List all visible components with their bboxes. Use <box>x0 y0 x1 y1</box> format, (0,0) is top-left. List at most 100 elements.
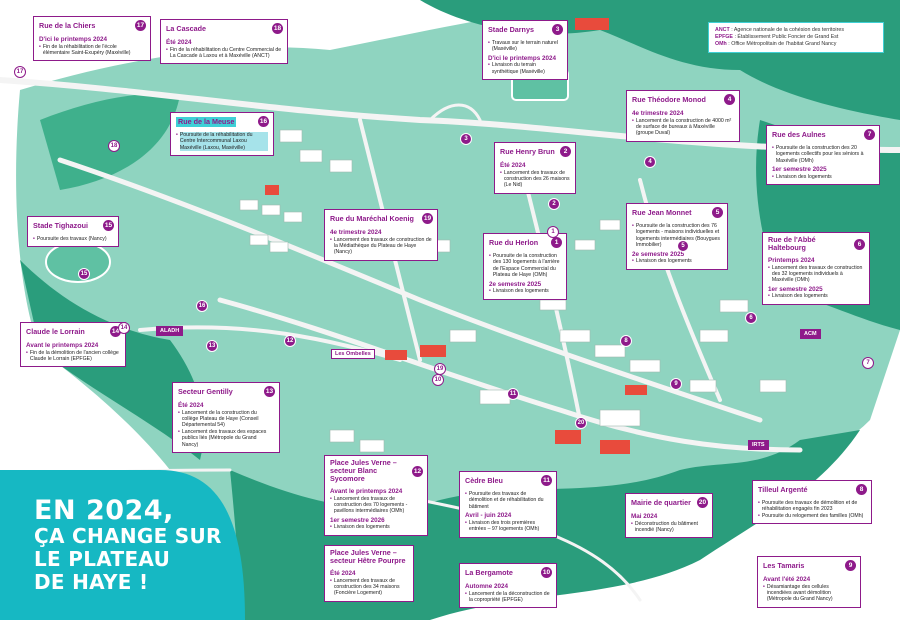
item-text: Lancement de la déconstruction de la cop… <box>468 590 550 603</box>
section-item: •Poursuite du relogement des familles (O… <box>758 513 866 519</box>
item-text: Lancement des travaux de construction de… <box>333 495 408 515</box>
card-title: Rue des Aulnes <box>772 129 826 139</box>
map-marker-15: 15 <box>78 268 90 280</box>
card-title: Rue Théodore Monod <box>632 94 706 104</box>
map-marker-10: 10 <box>432 374 444 386</box>
card-title: Mairie de quartier <box>631 497 691 507</box>
map-marker-4: 4 <box>644 156 656 168</box>
item-text: Poursuite de la réhabilitation du Centre… <box>179 132 268 152</box>
buildings <box>239 129 787 453</box>
legend-row: OMh : Office Métropolitain de l'habitat … <box>715 41 837 47</box>
item-text: Livraison des logements <box>775 173 832 180</box>
section-date: Printemps 2024 <box>768 257 815 264</box>
section-item: •Poursuite des travaux de démolition et … <box>758 500 866 513</box>
project-number-badge: 13 <box>264 386 275 397</box>
project-number-badge: 11 <box>541 475 552 486</box>
project-number-badge: 18 <box>272 23 283 34</box>
bullet-icon: • <box>631 520 633 527</box>
section-date: 2e semestre 2025 <box>489 280 542 288</box>
headline-line-4: DE HAYE ! <box>34 570 149 594</box>
card-title: Secteur Gentilly <box>178 386 233 396</box>
section-item: •Livraison des logements <box>772 174 874 180</box>
map-marker-14: 14 <box>118 322 130 334</box>
project-card-pourpre: Place Jules Verne – secteur Hêtre Pourpr… <box>324 545 414 602</box>
project-number-badge: 14 <box>110 326 121 337</box>
project-number-badge: 9 <box>845 560 856 571</box>
section-item: •Lancement des travaux de construction d… <box>768 265 864 284</box>
project-number-badge: 8 <box>856 484 867 495</box>
map-marker-2: 2 <box>548 198 560 210</box>
item-text: Poursuite de la construction des 76 loge… <box>635 223 721 249</box>
bullet-icon: • <box>772 173 774 180</box>
place-label-acm: ACM <box>800 329 821 339</box>
card-title: Stade Darnys <box>488 24 534 34</box>
card-section: Été 2024•Lancement de la construction du… <box>178 402 274 448</box>
card-header: Place Jules Verne – secteur Hêtre Pourpr… <box>325 546 413 567</box>
project-number-badge: 20 <box>697 497 708 508</box>
section-item: •Lancement des travaux de construction d… <box>500 170 570 189</box>
card-section: D'ici le printemps 2024•Fin de la réhabi… <box>39 36 145 56</box>
section-item: •Travaux sur le terrain naturel (Maxévil… <box>488 40 562 53</box>
card-section: •Poursuite des travaux de démolition et … <box>465 491 551 510</box>
map-marker-16: 16 <box>196 300 208 312</box>
bullet-icon: • <box>500 169 502 176</box>
card-section: •Poursuite de la construction des 130 lo… <box>489 253 561 279</box>
bullet-icon: • <box>632 117 634 124</box>
bullet-icon: • <box>178 409 180 416</box>
card-title: Les Tamaris <box>763 560 805 570</box>
bullet-icon: • <box>330 495 332 502</box>
item-text: Lancement de la construction du collège … <box>181 409 259 429</box>
card-section: 1er semestre 2025•Livraison des logement… <box>768 286 864 300</box>
bullet-icon: • <box>26 349 28 356</box>
place-label-ombelles: Les Ombelles <box>331 349 375 359</box>
headline: EN 2024, ÇA CHANGE SUR LE PLATEAU DE HAY… <box>34 497 222 594</box>
map-marker-3: 3 <box>460 133 472 145</box>
bullet-icon: • <box>758 500 760 506</box>
section-date: Automne 2024 <box>465 583 509 590</box>
project-buildings <box>265 18 647 454</box>
section-item: •Fin de la démolition de l'ancien collèg… <box>26 350 120 363</box>
section-item: •Poursuite de la réhabilitation du Centr… <box>176 132 268 152</box>
bullet-icon: • <box>33 236 35 242</box>
card-section: Printemps 2024•Lancement des travaux de … <box>768 257 864 284</box>
card-title: Place Jules Verne – secteur Blanc Sycomo… <box>330 458 397 483</box>
section-date: Été 2024 <box>500 162 526 169</box>
item-text: Livraison des logements <box>492 288 549 295</box>
section-item: •Poursuite des travaux (Nancy) <box>33 236 113 242</box>
card-section: Avant le printemps 2024•Fin de la démoli… <box>26 342 120 362</box>
card-title: La Bergamote <box>465 567 513 577</box>
item-text: Poursuite des travaux de démolition et d… <box>468 491 544 510</box>
card-section: 4e trimestre 2024•Lancement des travaux … <box>330 229 432 256</box>
card-section: Avril - juin 2024•Livraison des trois pr… <box>465 512 551 532</box>
headline-line-2: ÇA CHANGE SUR <box>34 524 222 548</box>
item-text: Lancement des travaux de construction de… <box>771 264 863 284</box>
project-number-badge: 15 <box>103 220 114 231</box>
item-text: Déconstruction du bâtiment incendié (Nan… <box>634 520 698 533</box>
bullet-icon: • <box>758 512 760 519</box>
card-section: •Travaux sur le terrain naturel (Maxévil… <box>488 40 562 53</box>
section-date: 1er semestre 2026 <box>330 516 385 524</box>
card-section: 1er semestre 2025•Livraison des logement… <box>772 166 874 180</box>
bullet-icon: • <box>330 577 332 584</box>
card-header: Mairie de quartier 20 <box>626 494 712 510</box>
project-number-badge: 16 <box>258 116 269 127</box>
headline-banner <box>0 470 245 620</box>
